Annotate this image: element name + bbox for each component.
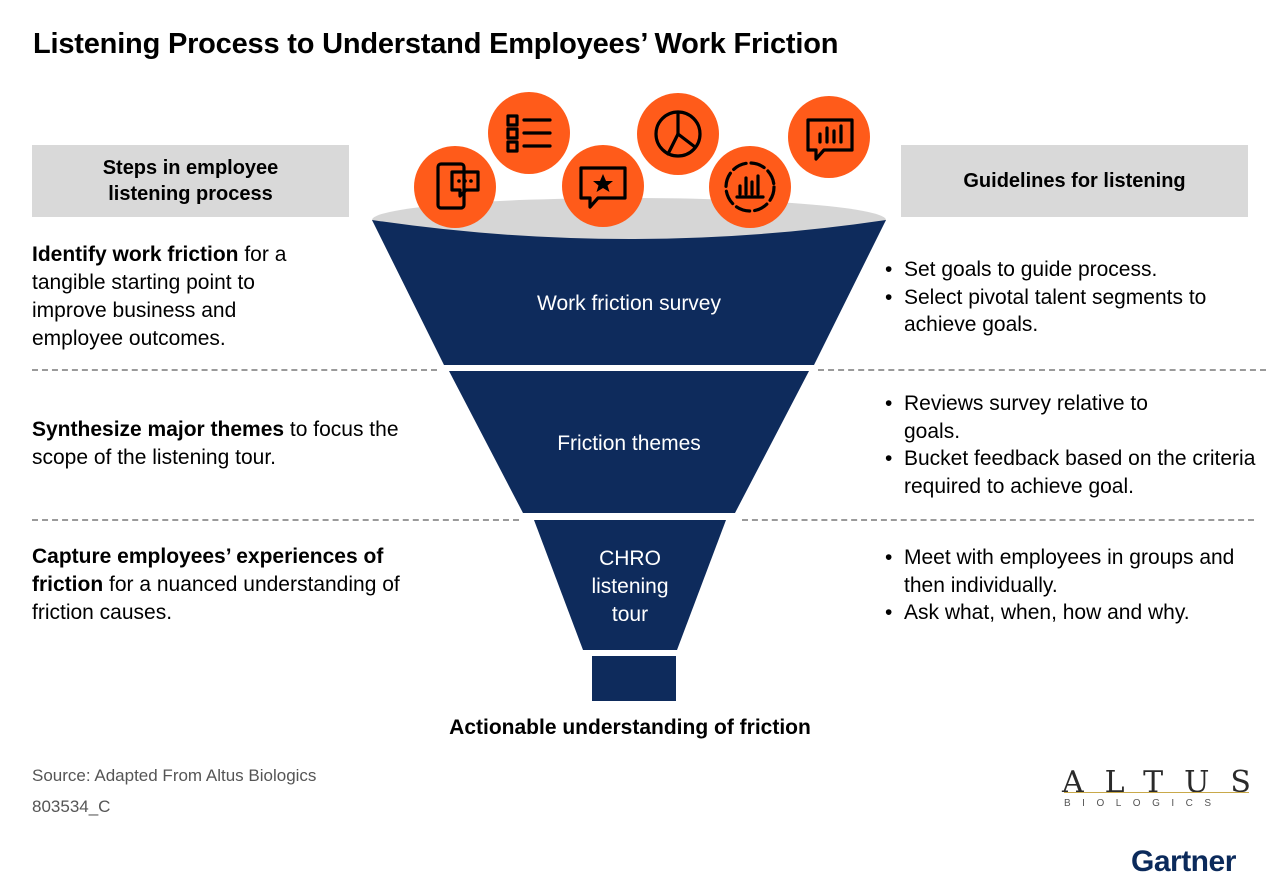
step-synthesize: Synthesize major themes to focus the sco… (32, 416, 427, 472)
document-code: 803534_C (32, 797, 111, 816)
left-header-line: listening process (108, 183, 273, 205)
step-capture: Capture employees’ experiences of fricti… (32, 543, 417, 627)
altus-logo-rule (1064, 792, 1249, 793)
funnel-outcome: Actionable understanding of friction (449, 716, 811, 739)
funnel-spout (592, 656, 676, 701)
funnel-stage-1 (372, 220, 886, 365)
step-identify: Identify work friction for a tangible st… (32, 241, 322, 353)
step-bold: Capture employees’ experiences of fricti… (32, 545, 384, 596)
step-text: to focus the scope of the listening tour… (32, 418, 399, 469)
step-text: for a nuanced understanding of friction … (32, 573, 400, 624)
funnel-stage-2 (449, 371, 809, 513)
row-divider (32, 369, 437, 371)
altus-logo-subtitle: BIOLOGICS (1064, 798, 1223, 809)
funnel-stage-2-label: Friction themes (557, 432, 701, 455)
funnel-stage-3 (534, 520, 726, 650)
pie-chart-icon (637, 93, 719, 175)
row-divider (742, 519, 1254, 521)
row-divider (818, 369, 1266, 371)
guideline-item: Ask what, when, how and why. (885, 599, 1255, 627)
guideline-item: Reviews survey relative to goals. (885, 390, 1170, 445)
guidelines-list-2: Reviews survey relative to goals. Bucket… (885, 390, 1255, 500)
gartner-logo: Gartner (1131, 845, 1236, 878)
bar-chart-chat-icon (788, 96, 870, 178)
page-title: Listening Process to Understand Employee… (33, 28, 839, 60)
funnel-stage-1-label: Work friction survey (537, 292, 721, 315)
mobile-chat-icon (414, 146, 496, 228)
left-header-line: Steps in employee (102, 157, 279, 179)
guideline-item: Meet with employees in groups and then i… (885, 544, 1255, 599)
guideline-item: Set goals to guide process. (885, 256, 1245, 284)
guideline-item: Select pivotal talent segments to achiev… (885, 284, 1245, 339)
funnel-stage-3-line: CHRO (599, 547, 661, 570)
star-chat-icon (562, 145, 644, 227)
step-bold: Synthesize major themes (32, 418, 285, 441)
altus-logo-wordmark: ALTUS (1062, 765, 1272, 800)
circular-bar-chart-icon (709, 146, 791, 228)
step-text: for a tangible starting point to improve… (32, 243, 287, 350)
left-column-header: Steps in employee listening process (32, 145, 349, 217)
checklist-icon (488, 92, 570, 174)
funnel-stage-3-label: CHRO listening tour (534, 545, 726, 629)
funnel-stage-3-line: listening (591, 575, 669, 598)
guidelines-list-1: Set goals to guide process. Select pivot… (885, 256, 1245, 339)
source-note: Source: Adapted From Altus Biologics (32, 766, 317, 785)
row-divider (32, 519, 519, 521)
funnel-stage-3-line: tour (611, 603, 649, 626)
step-bold: Identify work friction (32, 243, 239, 266)
right-column-header: Guidelines for listening (901, 145, 1248, 217)
guideline-item: Bucket feedback based on the criteria re… (885, 445, 1269, 500)
guidelines-list-3: Meet with employees in groups and then i… (885, 544, 1255, 627)
